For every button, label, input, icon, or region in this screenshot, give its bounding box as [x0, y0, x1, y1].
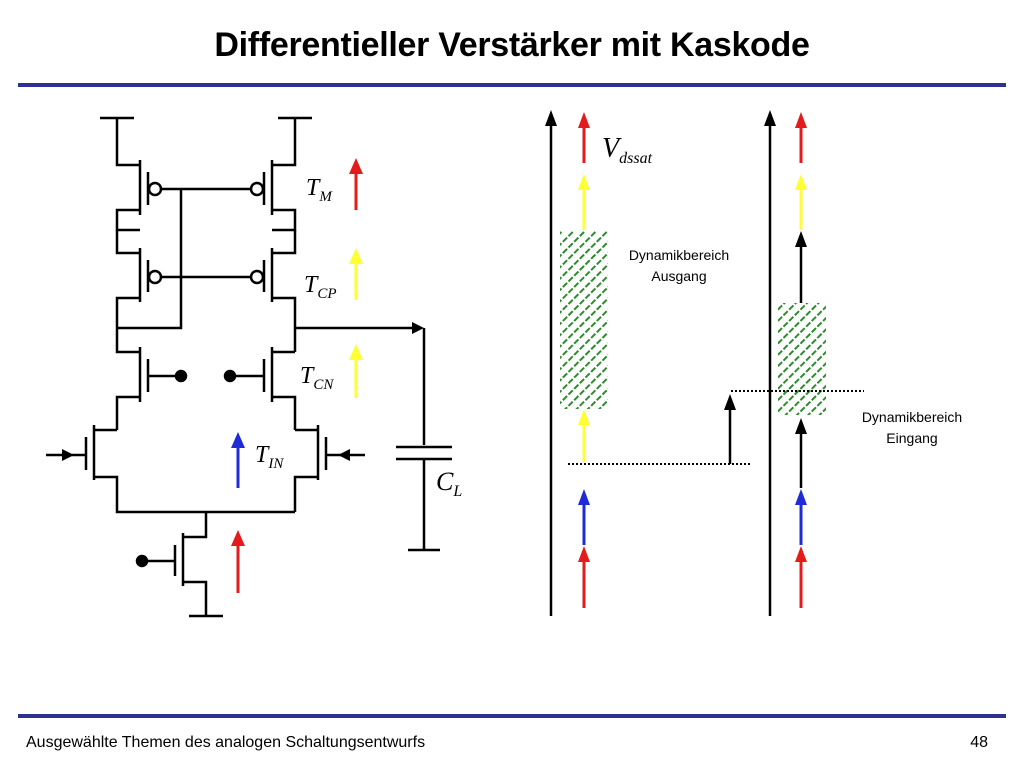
pmos-transistor-icon	[46, 425, 295, 514]
nmos-transistor-icon	[115, 328, 188, 430]
label-tm: TM	[306, 175, 333, 205]
arrow-up-icon	[349, 344, 363, 398]
arrow-up-icon	[578, 112, 590, 163]
arrow-up-icon	[795, 174, 807, 230]
input-range-region	[778, 303, 826, 415]
capacitor-icon	[396, 445, 452, 552]
arrow-up-icon	[795, 112, 807, 163]
arrow-up-icon	[578, 174, 590, 230]
arrow-up-icon	[795, 489, 807, 545]
output-range-region	[560, 231, 608, 409]
arrow-up-icon	[795, 546, 807, 608]
label-vdssat: Vdssat	[602, 133, 653, 167]
label-input-range-line2: Eingang	[886, 430, 937, 446]
arrow-up-icon	[578, 546, 590, 608]
arrow-up-icon	[764, 110, 776, 616]
arrow-up-icon	[578, 409, 590, 462]
pmos-transistor-icon	[115, 230, 163, 328]
headroom-diagram: Vdssat Dynamikbereich Ausgang Dynamikber…	[545, 110, 962, 616]
arrow-up-icon	[349, 158, 363, 210]
arrow-up-icon	[795, 418, 807, 488]
arrow-up-icon	[795, 231, 807, 303]
title-divider	[18, 83, 1006, 87]
label-cl: CL	[436, 467, 462, 500]
label-output-range-line1: Dynamikbereich	[629, 247, 729, 263]
nmos-transistor-icon	[223, 347, 297, 430]
arrow-up-icon	[349, 248, 363, 300]
footer-course-title: Ausgewählte Themen des analogen Schaltun…	[26, 734, 426, 751]
arrow-up-icon	[231, 432, 245, 488]
label-tcp: TCP	[304, 272, 337, 302]
page-number: 48	[970, 734, 988, 751]
pmos-transistor-icon	[293, 425, 365, 512]
pmos-transistor-icon	[115, 160, 163, 232]
circuit-schematic	[46, 116, 452, 618]
label-tcn: TCN	[300, 363, 334, 393]
pmos-transistor-icon	[249, 230, 297, 352]
pmos-transistor-icon	[249, 160, 297, 232]
nmos-transistor-icon	[135, 512, 223, 618]
label-tin: TIN	[255, 442, 284, 472]
arrow-up-icon	[578, 489, 590, 545]
footer-divider	[18, 714, 1006, 718]
label-input-range-line1: Dynamikbereich	[862, 409, 962, 425]
arrow-up-icon	[231, 530, 245, 593]
arrow-up-icon	[724, 394, 736, 464]
label-output-range-line2: Ausgang	[651, 268, 706, 284]
arrow-up-icon	[545, 110, 557, 616]
slide-title: Differentieller Verstärker mit Kaskode	[214, 26, 810, 64]
